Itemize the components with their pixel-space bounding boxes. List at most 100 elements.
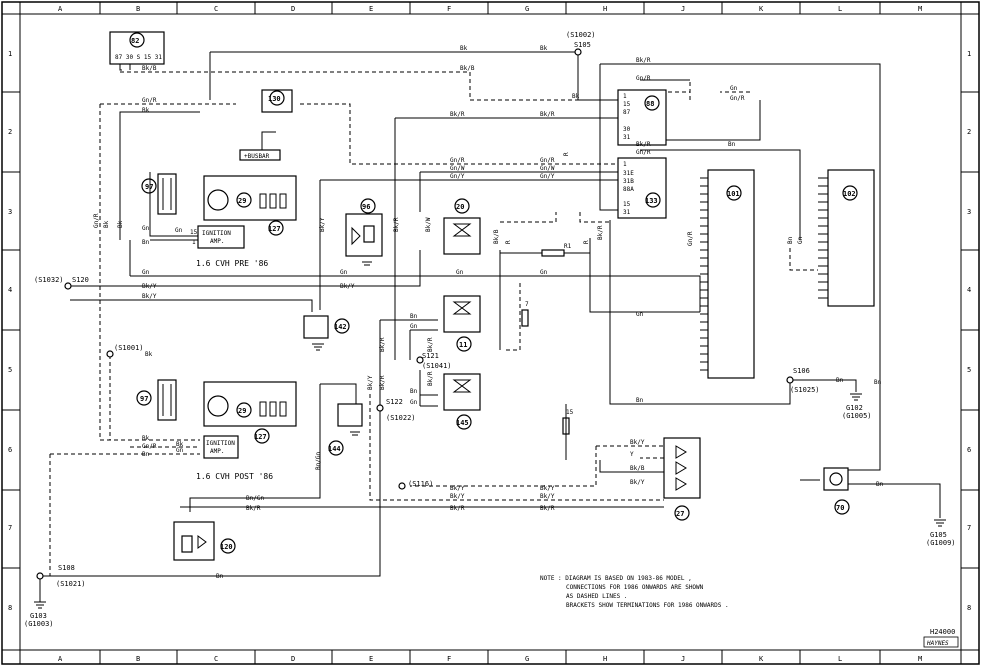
component-number: 96 (362, 203, 370, 211)
splice-label: (S1022) (386, 414, 416, 422)
pin-label: 15 (623, 201, 631, 208)
wire-label: Bk/B (142, 65, 157, 72)
pin-label: 31B (623, 178, 634, 185)
wire-label: Bn/Gn (246, 495, 264, 502)
pin-label: 15 (190, 229, 198, 236)
splice-s1001: (S1001) (106, 344, 144, 358)
wire-label: Bn (728, 141, 736, 148)
amp-label: IGNITION (202, 230, 231, 237)
ground-g102: G102 (G1005) (842, 393, 872, 420)
component-number: 29 (238, 197, 246, 205)
component-number: 88 (646, 100, 654, 108)
ground-g103: G103 (G1003) (24, 579, 54, 628)
splice-label: S105 (574, 41, 591, 49)
col-label: F (447, 655, 451, 663)
ignition-amp-upper: IGNITION AMP. 15 1 (190, 225, 245, 249)
row-label: 8 (967, 604, 971, 612)
wire-label: Bk/W (425, 217, 432, 232)
component-120: 120 (173, 521, 236, 561)
wire-label: Bk/B (493, 229, 500, 244)
row-label: 6 (967, 446, 971, 454)
component-102: 102 (818, 169, 875, 307)
wire-label: Bk (142, 107, 150, 114)
wire-label: Gn (176, 447, 184, 454)
row-label: 5 (8, 366, 12, 374)
col-label: E (369, 5, 373, 13)
splice-label: S122 (386, 398, 403, 406)
wire-label: R (563, 152, 570, 156)
pin-label: 1 (623, 93, 627, 100)
component-number: 145 (456, 419, 469, 427)
pin-label: 31E (623, 170, 634, 177)
splice-label: (S1001) (114, 344, 144, 352)
wire-label: Bk/Y (142, 293, 157, 300)
wire-label: Bk/Y (450, 485, 465, 492)
wire-label: Bn (636, 397, 644, 404)
wire-label: Gn/R (540, 157, 555, 164)
wire-label: Bk (176, 441, 184, 448)
splice-label: S120 (72, 276, 89, 284)
wires-solid (40, 51, 941, 577)
ground-label: G102 (846, 404, 863, 412)
variant-label-post86: 1.6 CVH POST '86 (196, 472, 273, 481)
col-label: H (603, 5, 607, 13)
resistor-label: R1 (564, 243, 572, 250)
wire-label: Gn/R (730, 95, 745, 102)
component-number: 29 (238, 407, 246, 415)
wire-label: Bn (410, 313, 418, 320)
row-label: 6 (8, 446, 12, 454)
col-label: L (838, 655, 842, 663)
wire-label: Gn (410, 323, 418, 330)
wire-label: Gn/R (636, 149, 651, 156)
component-number: 70 (836, 504, 844, 512)
component-number: 27 (676, 510, 684, 518)
wire-label: Bk/Y (450, 493, 465, 500)
wire-label: Bk/B (630, 465, 645, 472)
note-line: CONNECTIONS FOR 1986 ONWARDS ARE SHOWN (566, 584, 704, 591)
wire-label: Bk/Y (630, 479, 645, 486)
wire-label: Bn (142, 451, 150, 458)
col-label: C (214, 5, 218, 13)
amp-label: AMP. (210, 238, 224, 245)
wire-label: Gn/R (636, 75, 651, 82)
component-20: 20 (443, 198, 481, 255)
col-label: D (291, 655, 295, 663)
splice-label: (S1021) (56, 580, 86, 588)
pin-label: 30 (623, 126, 631, 133)
col-label: H (603, 655, 607, 663)
wire-label: Bn (216, 573, 224, 580)
note-block: NOTE : DIAGRAM IS BASED ON 1983-86 MODEL… (540, 575, 729, 609)
col-label: C (214, 655, 218, 663)
component-number: 133 (645, 197, 658, 205)
wire-label: Gn/W (450, 165, 465, 172)
row-label: 2 (8, 128, 12, 136)
wire-label: Gn (636, 311, 644, 318)
row-label: 4 (967, 286, 971, 294)
row-label: 1 (8, 50, 12, 58)
amp-label: AMP. (210, 448, 224, 455)
component-88: 88 1 15 87 30 31 (617, 89, 667, 146)
variant-label-pre86: 1.6 CVH PRE '86 (196, 259, 268, 268)
ground-label: (G1005) (842, 412, 872, 420)
component-number: 97 (140, 395, 148, 403)
col-label: M (918, 5, 922, 13)
component-144: 144 (328, 403, 363, 456)
wire-label: Bk/R (636, 141, 651, 148)
splice-s121: S121 (S1041) (416, 352, 452, 370)
wire-label: Gn/R (450, 157, 465, 164)
component-number: 20 (456, 203, 464, 211)
splice-label: (S116) (408, 480, 433, 488)
wire-label: Gn (730, 85, 738, 92)
wire-label: Bk/Y (142, 283, 157, 290)
component-97-upper: 97 (141, 173, 177, 215)
wire-label: Gn (540, 269, 548, 276)
wire-label: Bk/R (450, 111, 465, 118)
wire-label: Gn/R (142, 97, 157, 104)
component-96: 96 (345, 198, 383, 257)
wire-label: R (505, 240, 512, 244)
splice-s120: (S1032) S120 (34, 276, 89, 290)
wires-dashed (49, 71, 818, 576)
wire-label: Bn (787, 236, 794, 244)
